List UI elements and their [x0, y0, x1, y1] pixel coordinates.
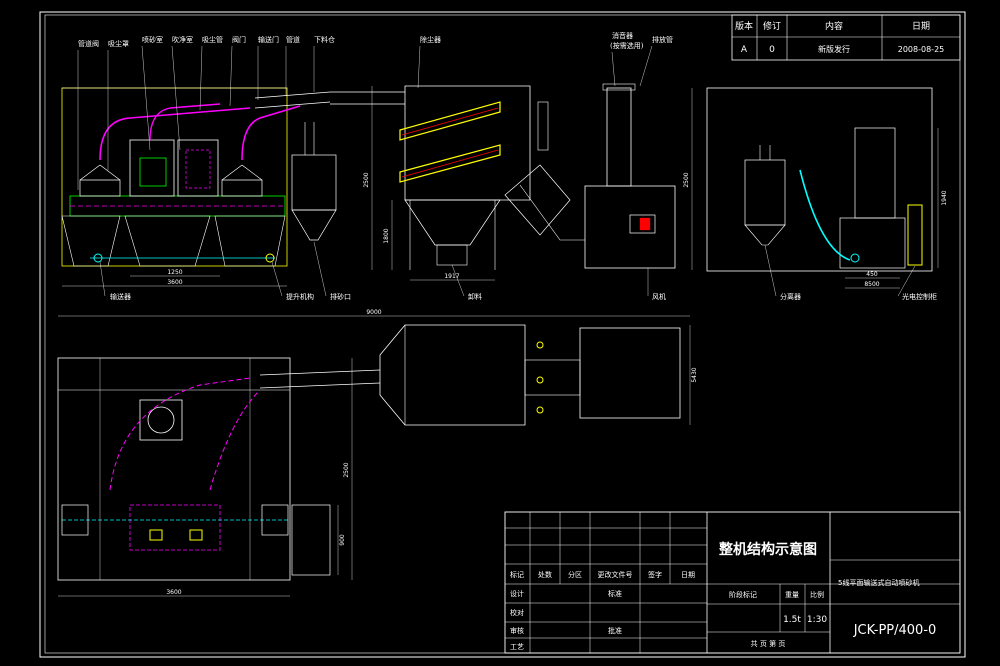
dim-3600: 3600 — [167, 279, 182, 286]
dim-450: 450 — [866, 271, 878, 278]
drawing-subtitle: 5线平面输送式自动喷砂机 — [838, 578, 919, 587]
drawing-number: JCK-PP/400-0 — [853, 623, 937, 638]
rev-content: 新版发行 — [818, 44, 850, 54]
dim-9000: 9000 — [366, 309, 381, 316]
tb-weight-value: 1.5t — [783, 615, 801, 625]
dim-1940: 1940 — [941, 190, 948, 205]
label-pipe-valve: 管道阀 — [78, 39, 99, 48]
tb-header-zone: 分区 — [568, 570, 582, 579]
title-block: 整机结构示意图 5线平面输送式自动喷砂机 JCK-PP/400-0 标记 处数 … — [504, 511, 961, 654]
label-silencer: 消音器 — [612, 31, 633, 40]
dim-1917: 1917 — [444, 273, 459, 280]
label-conveyor: 输送器 — [110, 292, 131, 301]
tb-process: 工艺 — [510, 643, 524, 651]
tb-header-count: 处数 — [538, 570, 552, 579]
top-view — [57, 324, 681, 581]
tb-approve: 批准 — [608, 626, 622, 635]
bottom-labels: 输送器 提升机构 排砂口 卸料 风机 分离器 光电控制柜 — [99, 241, 937, 301]
label-conveyor-door: 输送门 — [258, 35, 279, 44]
label-sand-outlet: 排砂口 — [330, 292, 351, 301]
rev-header-content: 内容 — [825, 20, 843, 32]
label-separator: 分离器 — [780, 292, 801, 301]
drawing-title: 整机结构示意图 — [718, 541, 817, 558]
dim-900: 900 — [339, 534, 346, 546]
dim-2500-c: 2500 — [343, 462, 350, 477]
rev-header-version: 版本 — [735, 20, 753, 32]
tb-checker: 校对 — [510, 608, 524, 617]
rev-revision: 0 — [769, 45, 775, 55]
label-exhaust-pipe: 排放管 — [652, 35, 673, 44]
tb-scale-value: 1:30 — [807, 615, 827, 625]
top-labels: 管道阀 吸尘罩 喷砂室 吹净室 吸尘管 阀门 输送门 管道 下料仓 除尘器 消音… — [77, 31, 673, 190]
label-dust-pipe: 吸尘管 — [202, 35, 223, 44]
label-discharge: 卸料 — [468, 292, 482, 301]
tb-header-sign: 签字 — [648, 570, 662, 579]
revision-table: 版本 修订 内容 日期 A 0 新版发行 2008-08-25 — [731, 14, 961, 61]
tb-stage-mark: 阶段标记 — [729, 590, 757, 599]
dim-2500-b: 2500 — [683, 172, 690, 187]
tb-header-change-doc: 更改文件号 — [598, 570, 633, 579]
label-blast-room: 喷砂室 — [142, 35, 163, 44]
dust-collector-front — [330, 85, 585, 270]
inner-frame — [44, 14, 961, 654]
tb-scale: 比例 — [810, 590, 824, 599]
label-dust-hood: 吸尘罩 — [108, 39, 129, 48]
dim-2500-a: 2500 — [363, 172, 370, 187]
label-feed-bin: 下料仓 — [314, 35, 335, 44]
side-view — [706, 87, 933, 272]
tb-header-mark: 标记 — [510, 570, 524, 579]
front-view-blast-room — [61, 87, 337, 267]
rev-header-revision: 修订 — [763, 20, 781, 32]
outer-frame — [39, 11, 966, 658]
label-lift-mechanism: 提升机构 — [286, 292, 314, 301]
tb-standard: 标准 — [608, 589, 622, 598]
rev-header-date: 日期 — [912, 21, 930, 32]
tb-designer: 设计 — [510, 589, 524, 598]
dim-1800: 1800 — [383, 228, 390, 243]
dim-3600-b: 3600 — [166, 589, 181, 596]
label-dust-collector: 除尘器 — [420, 35, 441, 44]
label-silencer-note: (按需选用) — [610, 41, 644, 50]
dim-1250: 1250 — [167, 269, 182, 276]
label-fan: 风机 — [652, 292, 666, 301]
rev-date: 2008-08-25 — [898, 45, 945, 54]
label-blowoff-room: 吹净室 — [172, 35, 193, 44]
label-pipe: 管道 — [286, 35, 300, 44]
dim-5430: 5430 — [691, 367, 698, 382]
tb-header-date: 日期 — [681, 571, 695, 579]
dimensions: 1250 3600 2500 1800 1917 2500 1940 450 8… — [58, 86, 948, 597]
dim-8500: 8500 — [864, 281, 879, 288]
rev-version: A — [741, 45, 748, 55]
label-valve: 阀门 — [232, 35, 246, 44]
label-control-cabinet: 光电控制柜 — [902, 292, 937, 301]
tb-weight: 重量 — [785, 591, 799, 599]
tb-sheets: 共 页 第 页 — [751, 639, 786, 648]
tb-reviewer: 审核 — [510, 626, 524, 635]
fan-silencer-front — [584, 83, 676, 269]
